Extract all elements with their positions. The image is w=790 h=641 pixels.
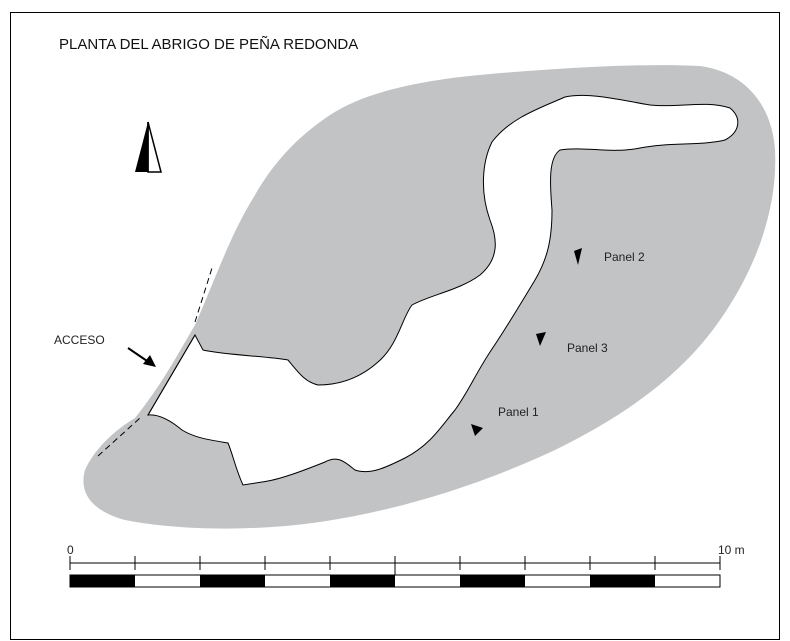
scale-ticks [69,556,721,578]
entrance-line [147,334,196,416]
map-title: PLANTA DEL ABRIGO DE PEÑA REDONDA [59,36,359,53]
panel-3-marker-icon [536,332,546,346]
scale-segment [590,575,655,587]
shelter-floor [147,94,739,486]
scale-end-label: 10 m [718,543,745,557]
entrance-label: ACCESO [54,333,105,347]
scale-segment [460,575,525,587]
panel-2-label: Panel 2 [604,250,645,264]
north-arrow-icon [135,121,162,173]
panel-1-label: Panel 1 [498,405,539,419]
scale-segment [70,575,135,587]
scale-start-label: 0 [67,543,74,557]
scale-segment [330,575,395,587]
panel-2-marker-icon [574,248,582,265]
scale-segment [200,575,265,587]
panel-1-marker-icon [471,424,483,436]
scale-bar [69,556,721,588]
panel-3-label: Panel 3 [567,341,608,355]
arrow-icon [127,347,156,367]
scale-blocks [70,575,655,587]
